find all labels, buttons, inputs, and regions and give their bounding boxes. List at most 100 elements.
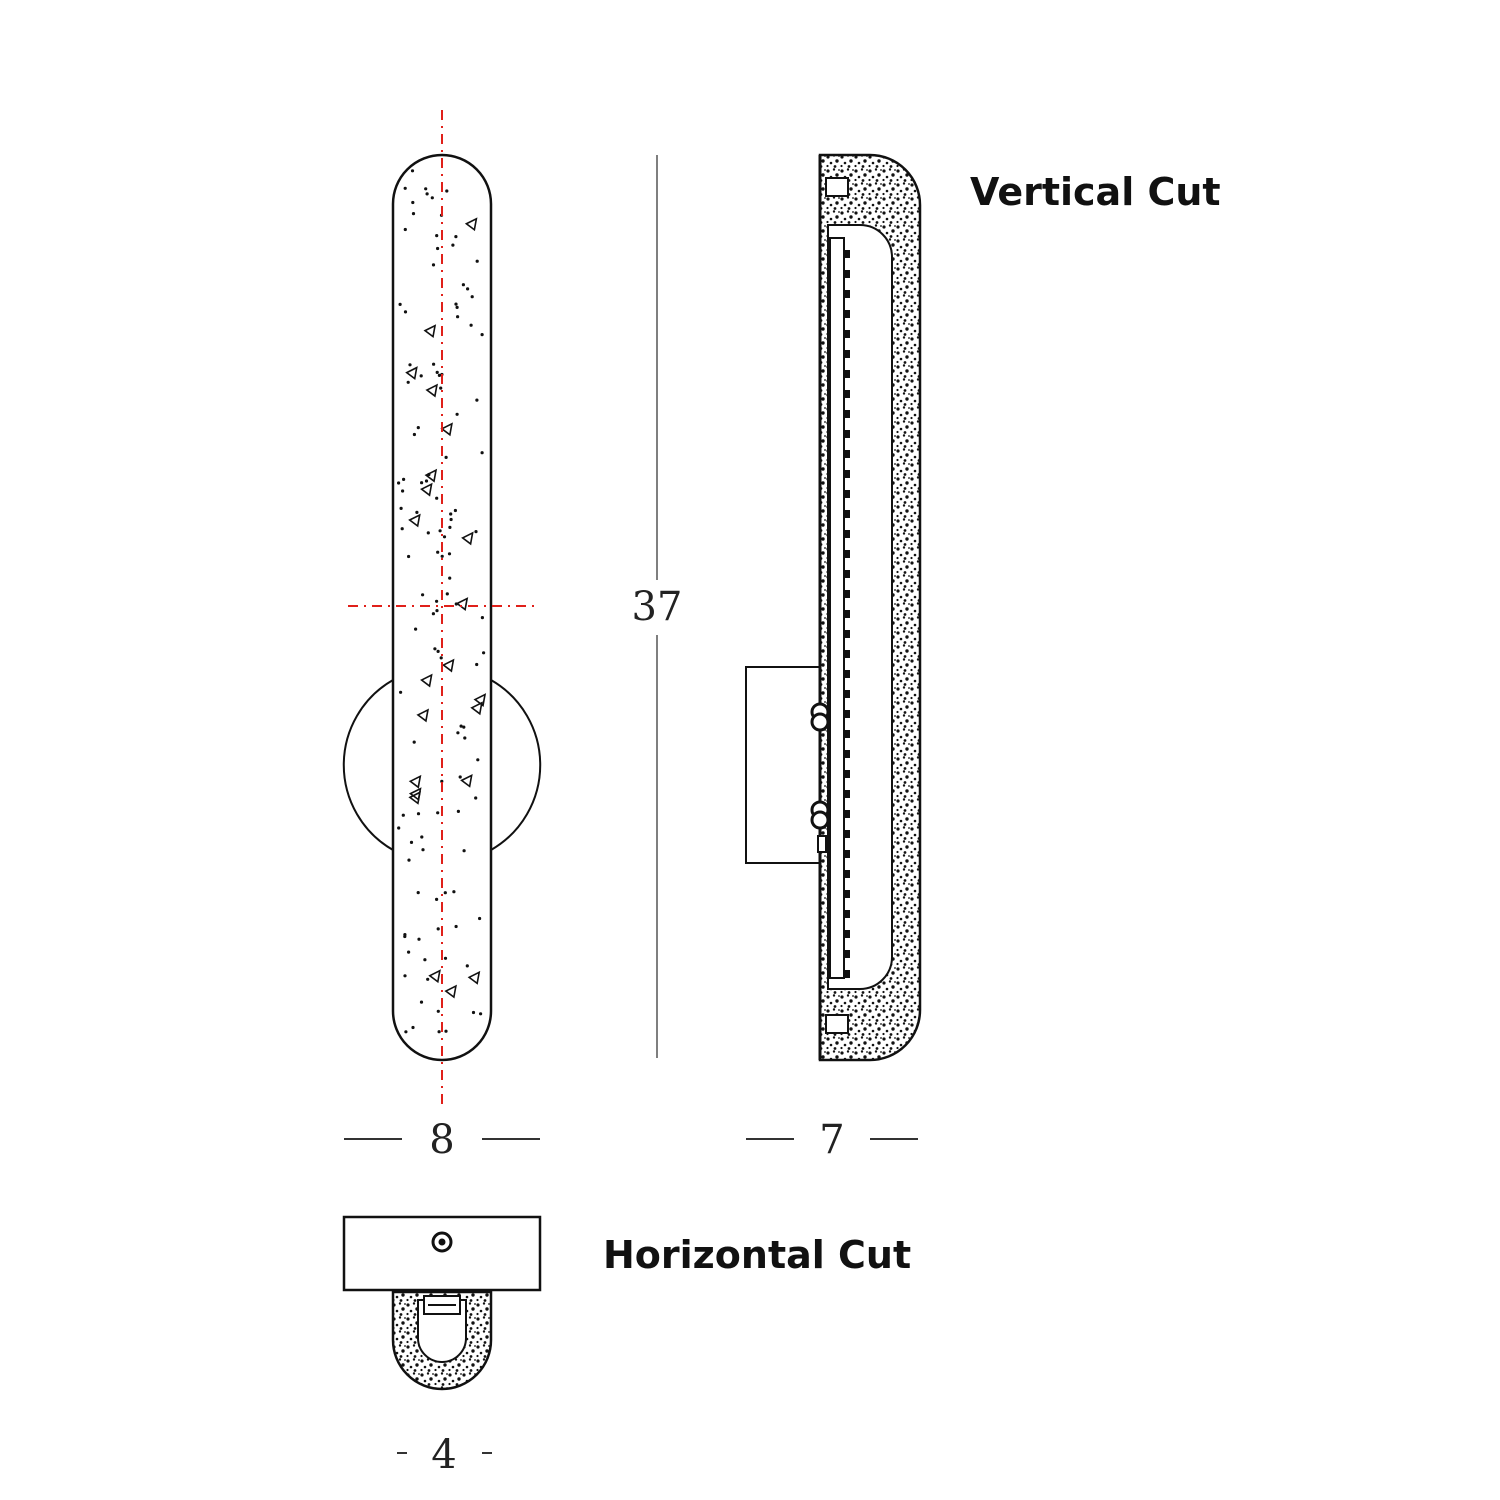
- texture-triangle: [408, 787, 422, 802]
- texture-dot: [398, 302, 402, 306]
- texture-dot: [458, 775, 462, 779]
- led-chip: [844, 810, 850, 818]
- led-chip: [844, 570, 850, 578]
- screw-icon: [810, 800, 830, 830]
- texture-dot: [462, 849, 466, 853]
- texture-dot: [482, 651, 486, 655]
- texture-dot: [462, 725, 466, 729]
- texture-triangle: [408, 774, 422, 789]
- texture-dot: [435, 234, 439, 238]
- led-chip: [844, 290, 850, 298]
- texture-dot: [474, 796, 478, 800]
- led-chip: [844, 930, 850, 938]
- texture-dot: [474, 530, 478, 534]
- led-chip: [844, 330, 850, 338]
- texture-dot: [465, 964, 469, 968]
- texture-dot: [451, 243, 455, 247]
- texture-dot: [424, 187, 428, 191]
- texture-triangle: [473, 693, 487, 707]
- led-chip: [844, 970, 850, 978]
- texture-dot: [406, 380, 410, 384]
- texture-triangle: [441, 658, 455, 673]
- led-chip: [844, 350, 850, 358]
- led-chip: [844, 670, 850, 678]
- texture-dot: [456, 731, 460, 735]
- side-depth-value: 7: [819, 1117, 844, 1163]
- texture-dot: [407, 554, 411, 559]
- texture-dot: [455, 305, 459, 309]
- front-view: [342, 110, 542, 1105]
- led-chip: [844, 790, 850, 798]
- texture-triangle: [461, 531, 474, 546]
- texture-dot: [436, 550, 440, 554]
- screw-icon: [810, 702, 830, 732]
- texture-dot: [448, 525, 452, 530]
- led-chip: [844, 630, 850, 638]
- texture-dot: [449, 517, 453, 522]
- texture-triangle: [440, 422, 453, 437]
- texture-dot: [409, 840, 414, 845]
- texture-dot: [455, 412, 459, 416]
- horizontal-cut-view: [342, 1215, 542, 1391]
- led-chip: [844, 370, 850, 378]
- led-chip: [844, 690, 850, 698]
- led-chip: [844, 710, 850, 718]
- led-chip: [844, 250, 850, 258]
- texture-dot: [401, 813, 405, 817]
- texture-dot: [470, 295, 474, 299]
- texture-dot: [456, 809, 460, 814]
- texture-dot: [403, 227, 407, 232]
- led-chip: [844, 530, 850, 538]
- texture-dot: [463, 736, 467, 740]
- section-width-value: 4: [431, 1432, 456, 1478]
- texture-dot: [443, 891, 447, 895]
- wall-plate-circle: [342, 679, 394, 851]
- texture-dot: [431, 263, 436, 267]
- texture-dot: [430, 196, 434, 200]
- texture-dot: [480, 333, 484, 337]
- texture-dot: [471, 1010, 476, 1015]
- texture-dot: [469, 323, 473, 327]
- texture-triangle: [425, 383, 438, 398]
- texture-dot: [442, 535, 447, 539]
- led-chip: [844, 830, 850, 838]
- led-chip: [844, 550, 850, 558]
- texture-dot: [454, 924, 458, 929]
- texture-dot: [475, 662, 479, 667]
- texture-dot: [476, 758, 480, 762]
- texture-dot: [412, 432, 416, 437]
- led-chip: [844, 450, 850, 458]
- texture-dot: [480, 451, 484, 455]
- texture-dot: [475, 398, 479, 402]
- texture-triangle: [405, 366, 418, 381]
- led-ticks: [844, 250, 850, 978]
- led-chip: [844, 750, 850, 758]
- led-chip: [844, 910, 850, 918]
- texture-triangle: [470, 701, 483, 716]
- texture-dot: [416, 426, 420, 430]
- texture-dot: [401, 489, 405, 493]
- texture-triangle: [420, 482, 433, 497]
- side-depth-dimension: 7: [746, 1117, 918, 1163]
- texture-dot: [439, 386, 443, 390]
- led-chip: [844, 430, 850, 438]
- texture-triangle: [408, 513, 421, 528]
- texture-dot: [445, 189, 449, 193]
- texture-triangle: [424, 468, 438, 483]
- texture-dot: [436, 1009, 440, 1013]
- texture-dot: [411, 212, 416, 216]
- texture-dot: [407, 950, 411, 954]
- texture-dot: [440, 554, 444, 558]
- led-chip: [844, 610, 850, 618]
- texture-triangle: [460, 773, 473, 788]
- texture-dot: [453, 508, 457, 513]
- texture-dot: [436, 649, 440, 654]
- texture-dot: [404, 1030, 408, 1034]
- led-chip: [844, 590, 850, 598]
- texture-dot: [417, 937, 421, 941]
- texture-dot: [414, 627, 418, 631]
- texture-dot: [437, 1030, 441, 1034]
- height-dimension: 37: [632, 155, 682, 1058]
- texture-triangle: [416, 708, 430, 723]
